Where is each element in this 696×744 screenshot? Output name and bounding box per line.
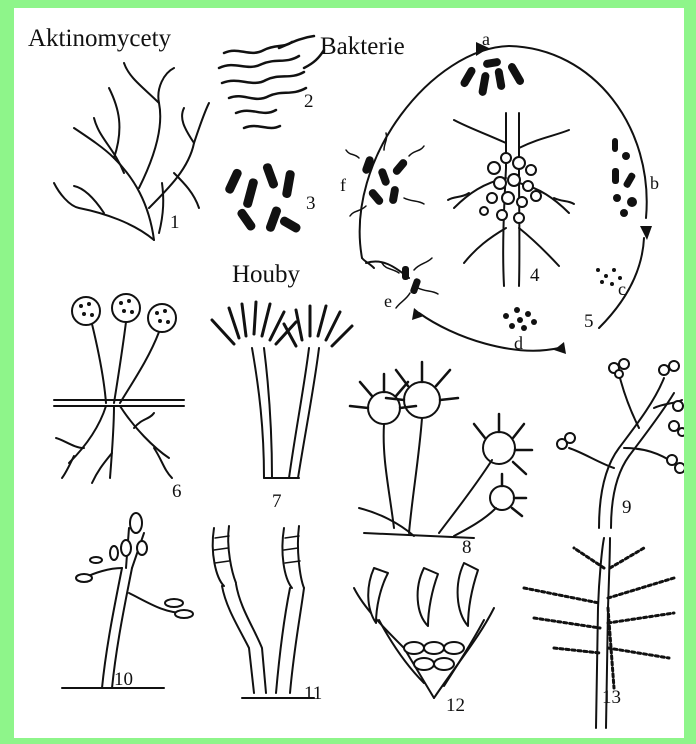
aspergillus-heads-drawing bbox=[350, 362, 532, 538]
figure-number-7: 7 bbox=[272, 492, 282, 511]
figure-number-11: 11 bbox=[304, 684, 322, 703]
figure-number-3: 3 bbox=[306, 194, 316, 213]
conidiophores-drawing bbox=[212, 302, 352, 478]
figure-number-4: 4 bbox=[530, 266, 540, 285]
illustration bbox=[14, 8, 684, 738]
heading-fungi: Houby bbox=[232, 262, 300, 287]
figure-number-8: 8 bbox=[462, 538, 472, 557]
figure-number-1: 1 bbox=[170, 213, 180, 232]
branching-conidiophore-drawing bbox=[62, 513, 193, 688]
figure-number-5: 5 bbox=[584, 312, 594, 331]
cycle-stage-f-cells bbox=[346, 133, 424, 216]
cycle-letter-e: e bbox=[384, 292, 392, 310]
cycle-stage-d-dots bbox=[503, 307, 537, 331]
heading-actinomycetes: Aktinomycety bbox=[28, 26, 171, 51]
cycle-stage-b-cells bbox=[612, 138, 637, 217]
spirilla-bacteria-drawing bbox=[219, 36, 324, 128]
root-nodules-drawing bbox=[448, 113, 574, 286]
cycle-letter-a: a bbox=[482, 30, 490, 48]
heading-bacteria: Bakterie bbox=[320, 34, 405, 59]
cycle-stage-a-rods bbox=[459, 57, 525, 96]
figure-number-2: 2 bbox=[304, 92, 314, 111]
figure-number-6: 6 bbox=[172, 482, 182, 501]
cycle-letter-b: b bbox=[650, 174, 659, 192]
cycle-letter-c: c bbox=[618, 280, 626, 298]
cycle-letter-f: f bbox=[340, 176, 346, 194]
spore-chains-drawing bbox=[524, 538, 674, 728]
rod-bacteria-drawing bbox=[224, 162, 302, 234]
cycle-letter-d: d bbox=[514, 334, 523, 352]
diagram-canvas: Aktinomycety Bakterie Houby 1 2 3 4 5 6 … bbox=[14, 8, 684, 738]
figure-number-9: 9 bbox=[622, 498, 632, 517]
figure-number-10: 10 bbox=[114, 670, 133, 689]
macroconidia-cluster-drawing bbox=[354, 563, 494, 698]
figure-number-13: 13 bbox=[602, 688, 621, 707]
sporangia-rhizoids-drawing bbox=[54, 294, 184, 483]
branched-conidiophore-drawing bbox=[557, 359, 684, 528]
actinomycete-hyphae-drawing bbox=[54, 63, 209, 240]
septate-conidia-drawing bbox=[213, 526, 314, 698]
figure-number-12: 12 bbox=[446, 696, 465, 715]
